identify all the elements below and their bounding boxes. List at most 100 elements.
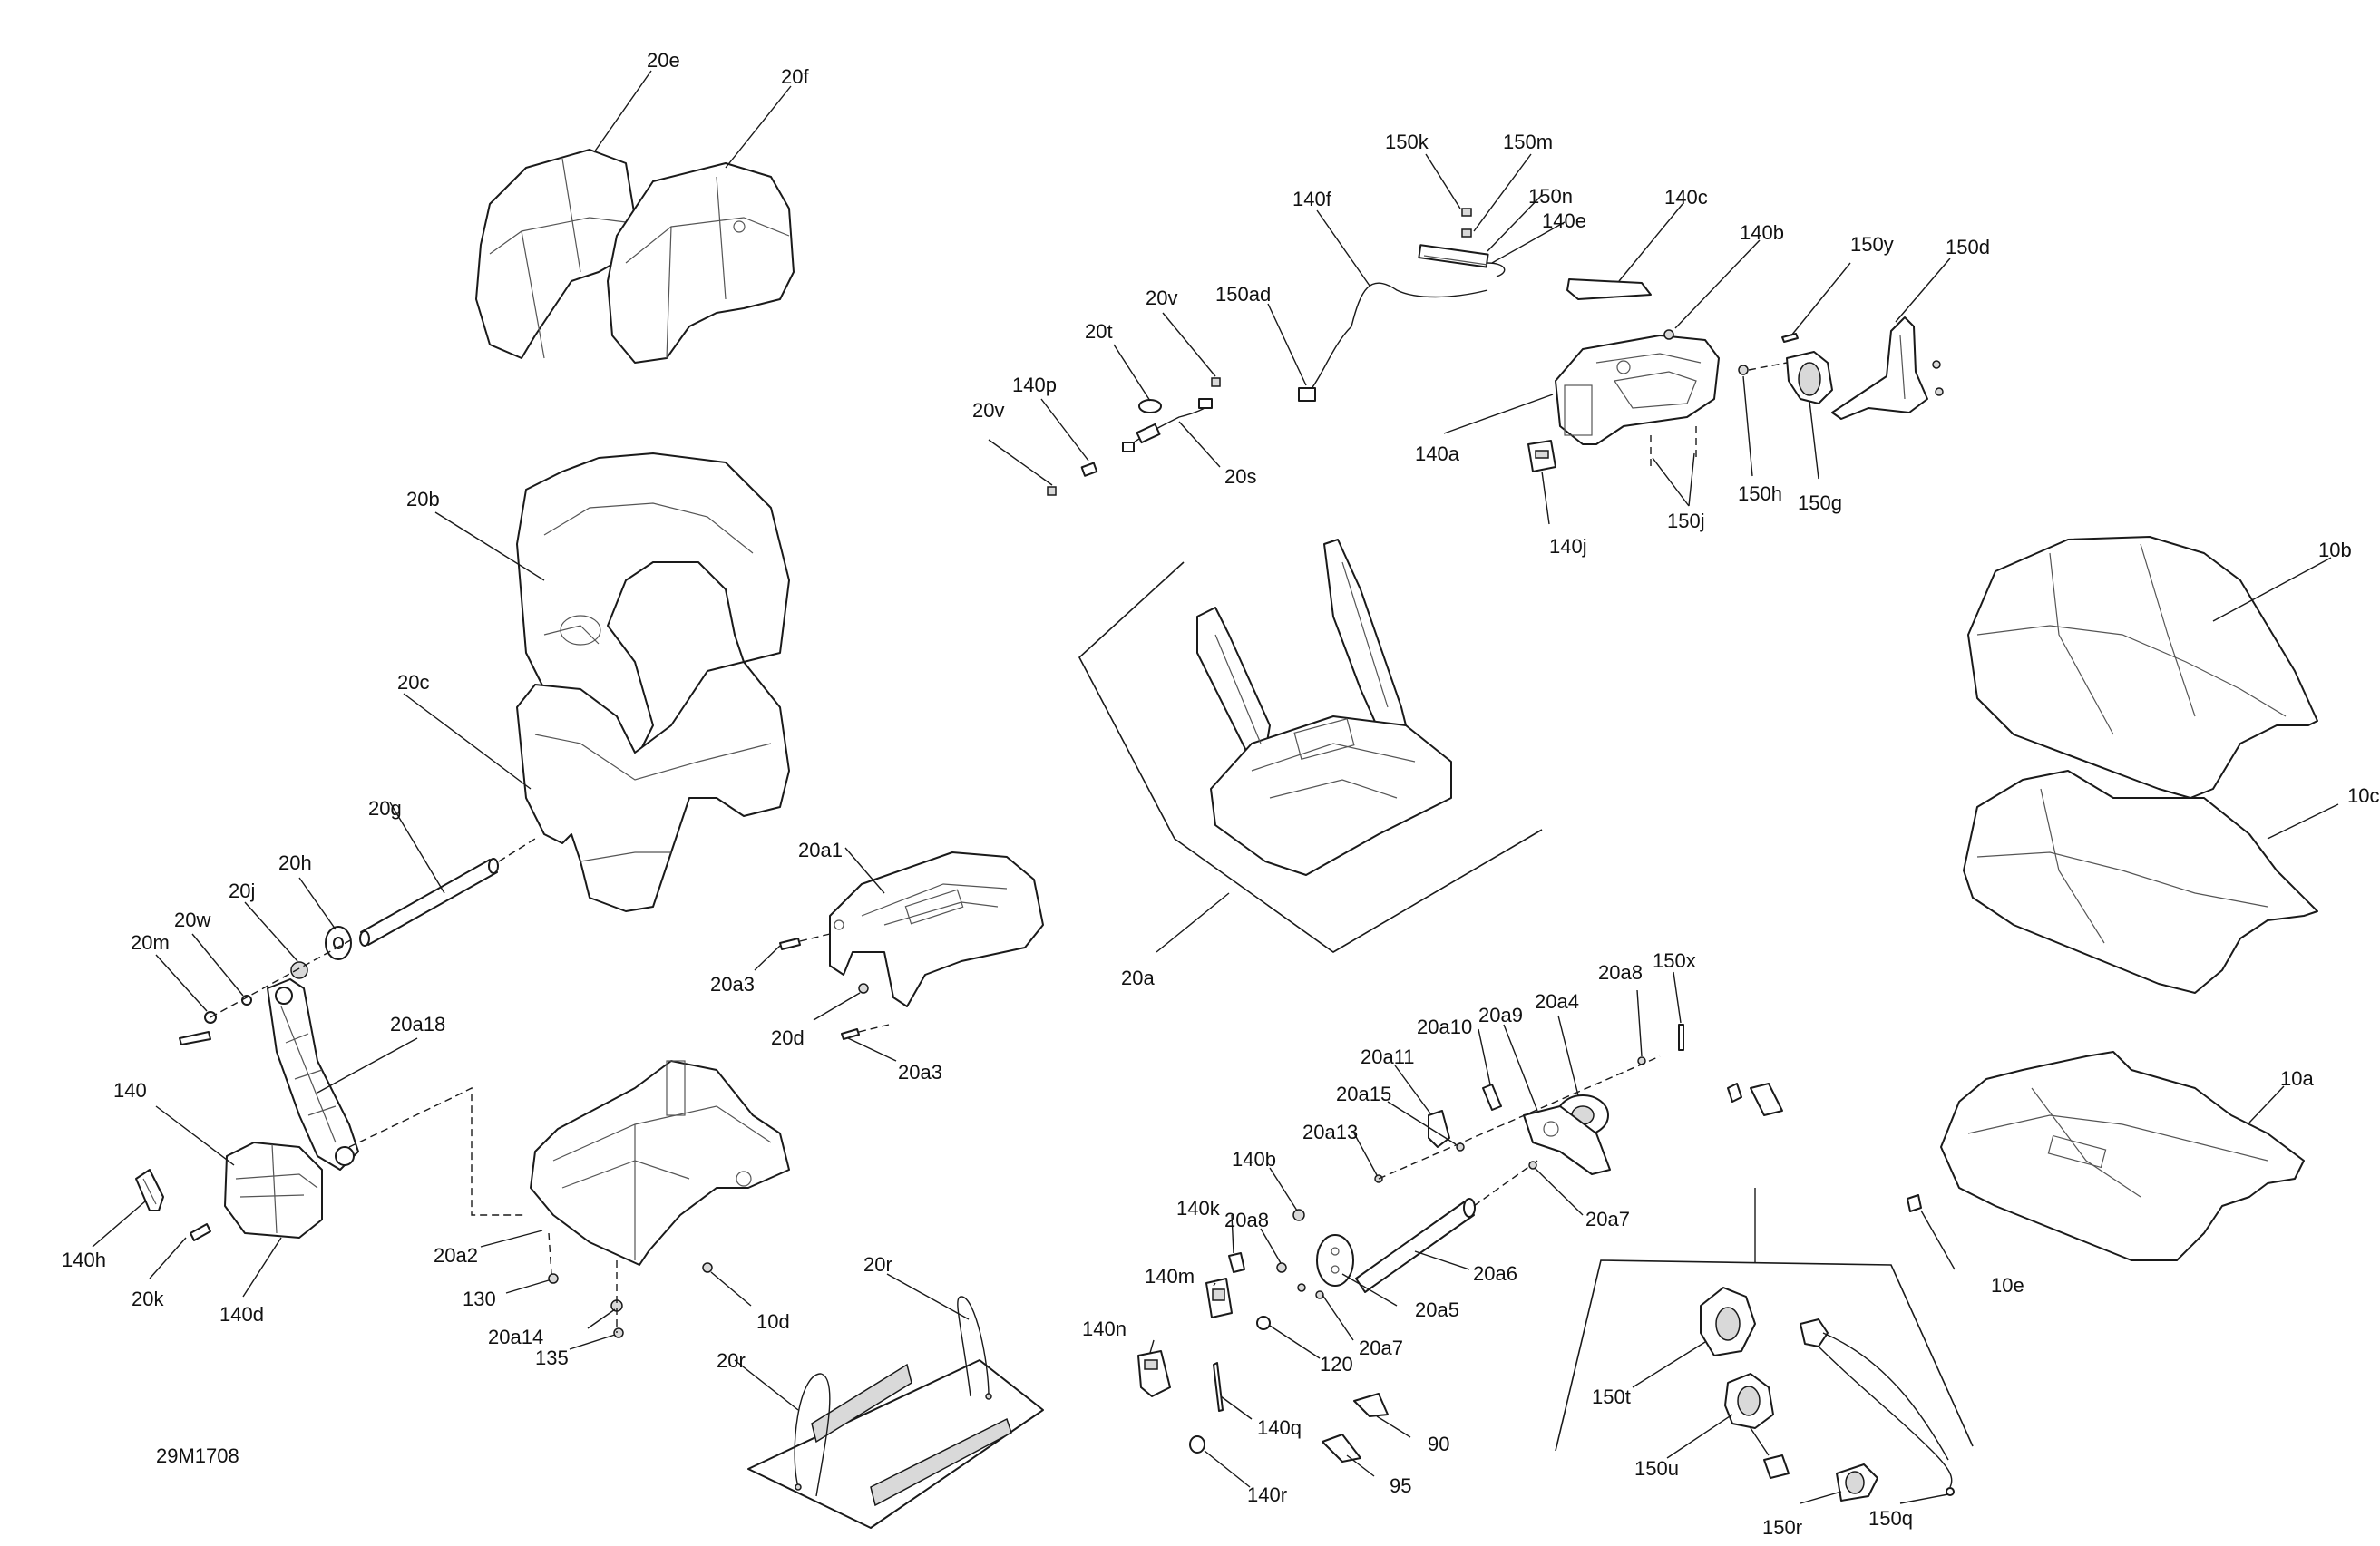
label-140a: 140a	[1415, 442, 1460, 465]
part-20g-drawing	[359, 858, 499, 947]
label-20a5: 20a5	[1415, 1298, 1459, 1321]
label-20v-left: 20v	[972, 399, 1004, 422]
label-20a10: 20a10	[1417, 1016, 1472, 1038]
label-150u: 150u	[1634, 1457, 1679, 1480]
label-150h: 150h	[1738, 482, 1782, 505]
part-140q-drawing	[1213, 1362, 1224, 1412]
axis-20a3-top	[799, 933, 831, 942]
label-20a6: 20a6	[1473, 1262, 1517, 1285]
axis-hinge-to-frame	[348, 1086, 526, 1216]
label-150j: 150j	[1667, 510, 1705, 532]
label-140b-top: 140b	[1740, 221, 1784, 244]
axis-150h	[1748, 362, 1788, 371]
part-140n-drawing	[1137, 1350, 1171, 1397]
part-20v-top-drawing	[1211, 377, 1221, 387]
part-20s-20t-drawing	[1122, 398, 1213, 452]
label-140q: 140q	[1257, 1416, 1302, 1439]
label-140m: 140m	[1145, 1265, 1195, 1288]
label-20a8-mid: 20a8	[1224, 1209, 1269, 1231]
label-150g: 150g	[1798, 491, 1842, 514]
part-20e-drawing	[475, 149, 636, 359]
part-20a7-right-drawing	[1528, 1161, 1537, 1170]
part-150q-drawing	[1800, 1318, 1955, 1496]
label-20k: 20k	[132, 1288, 164, 1310]
part-20c-drawing	[516, 661, 790, 912]
axis-20a6	[1473, 1160, 1538, 1207]
label-20a13: 20a13	[1302, 1121, 1358, 1143]
label-140b-mid: 140b	[1232, 1148, 1276, 1171]
part-140c-drawing	[1566, 278, 1652, 300]
part-120-drawing	[1256, 1316, 1271, 1330]
label-90: 90	[1428, 1433, 1449, 1455]
part-20d-drawing	[858, 983, 869, 994]
screw-near-20m	[179, 1031, 211, 1045]
part-140p-drawing	[1080, 462, 1098, 477]
part-140k-drawing	[1228, 1252, 1245, 1273]
label-20j: 20j	[229, 880, 255, 902]
part-140a-drawing	[1555, 335, 1720, 445]
label-20w: 20w	[174, 909, 210, 931]
part-20a9-drawing	[1523, 1105, 1611, 1175]
part-140m-drawing	[1205, 1278, 1233, 1318]
axis-frame-fasteners	[548, 1232, 618, 1333]
label-20c: 20c	[397, 671, 429, 694]
label-20a15: 20a15	[1336, 1083, 1391, 1105]
label-20f: 20f	[781, 65, 809, 88]
label-10b: 10b	[2318, 539, 2352, 561]
part-150u-drawing	[1724, 1373, 1790, 1479]
part-20a1-drawing	[829, 851, 1044, 1007]
label-20a11: 20a11	[1361, 1045, 1415, 1068]
part-20a3-top-drawing	[779, 938, 801, 950]
label-20g: 20g	[368, 797, 402, 820]
clip-parts-cluster	[1727, 1083, 1783, 1116]
label-150ad: 150ad	[1215, 283, 1271, 306]
label-20h: 20h	[278, 851, 312, 874]
label-150q: 150q	[1868, 1507, 1913, 1530]
axis-20a-latch	[1378, 1055, 1661, 1180]
part-140b-top-drawing	[1663, 329, 1674, 340]
part-150g-drawing	[1786, 351, 1833, 404]
part-20a7-low-drawing	[1297, 1283, 1324, 1299]
label-20a9: 20a9	[1478, 1004, 1523, 1026]
part-20j-drawing	[290, 961, 308, 979]
part-20a10-drawing	[1482, 1084, 1502, 1111]
label-20a4: 20a4	[1535, 990, 1579, 1013]
part-20a-drawing	[1196, 539, 1452, 876]
part-20f-drawing	[607, 162, 795, 364]
label-10d: 10d	[756, 1310, 790, 1333]
label-20a14: 20a14	[488, 1326, 543, 1348]
part-135-drawing	[613, 1327, 624, 1338]
part-10c-drawing	[1963, 770, 2318, 994]
part-140f-drawing	[1298, 208, 1506, 402]
part-20v-left-drawing	[1047, 486, 1057, 496]
label-150k: 150k	[1385, 131, 1429, 153]
label-150n: 150n	[1528, 185, 1573, 208]
part-20a18-drawing	[267, 978, 359, 1171]
label-20v-top: 20v	[1146, 287, 1177, 309]
label-10e: 10e	[1991, 1274, 2024, 1297]
part-140h-drawing	[135, 1169, 164, 1211]
label-20b: 20b	[406, 488, 440, 510]
label-135: 135	[535, 1347, 569, 1369]
part-20a6-drawing	[1355, 1198, 1476, 1293]
label-20s: 20s	[1224, 465, 1256, 488]
label-130: 130	[463, 1288, 496, 1310]
label-20r-left: 20r	[717, 1349, 746, 1372]
label-20a8-top: 20a8	[1598, 961, 1643, 984]
part-95-drawing	[1322, 1434, 1361, 1463]
label-150d: 150d	[1946, 236, 1990, 258]
label-20t: 20t	[1085, 320, 1113, 343]
label-20a7-right: 20a7	[1585, 1208, 1630, 1230]
axis-hinge-hardware	[210, 938, 355, 1018]
label-140h: 140h	[62, 1249, 106, 1271]
label-150r: 150r	[1762, 1516, 1802, 1539]
label-drawing-id: 29M1708	[156, 1444, 239, 1467]
part-150x-drawing	[1678, 1024, 1684, 1051]
label-150t: 150t	[1592, 1386, 1631, 1408]
label-20r-top: 20r	[863, 1253, 892, 1276]
part-20h-drawing	[325, 926, 352, 960]
part-20a8-mid-drawing	[1276, 1262, 1287, 1273]
label-150m: 150m	[1503, 131, 1553, 153]
part-150d-drawing	[1831, 316, 1944, 420]
